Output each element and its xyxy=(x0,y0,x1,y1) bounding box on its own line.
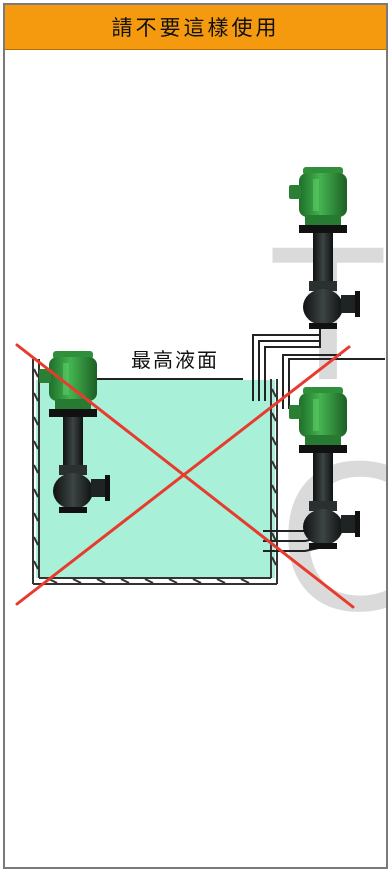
warning-title: 請不要這樣使用 xyxy=(5,5,386,50)
tank-wall-hatching xyxy=(33,368,277,584)
max-level-label: 最高液面 xyxy=(131,348,219,372)
cross-mark-icon xyxy=(15,343,355,609)
usage-warning-panel: 請不要這樣使用 xyxy=(3,3,388,869)
pump-installation-diagram: T C xyxy=(15,167,386,657)
